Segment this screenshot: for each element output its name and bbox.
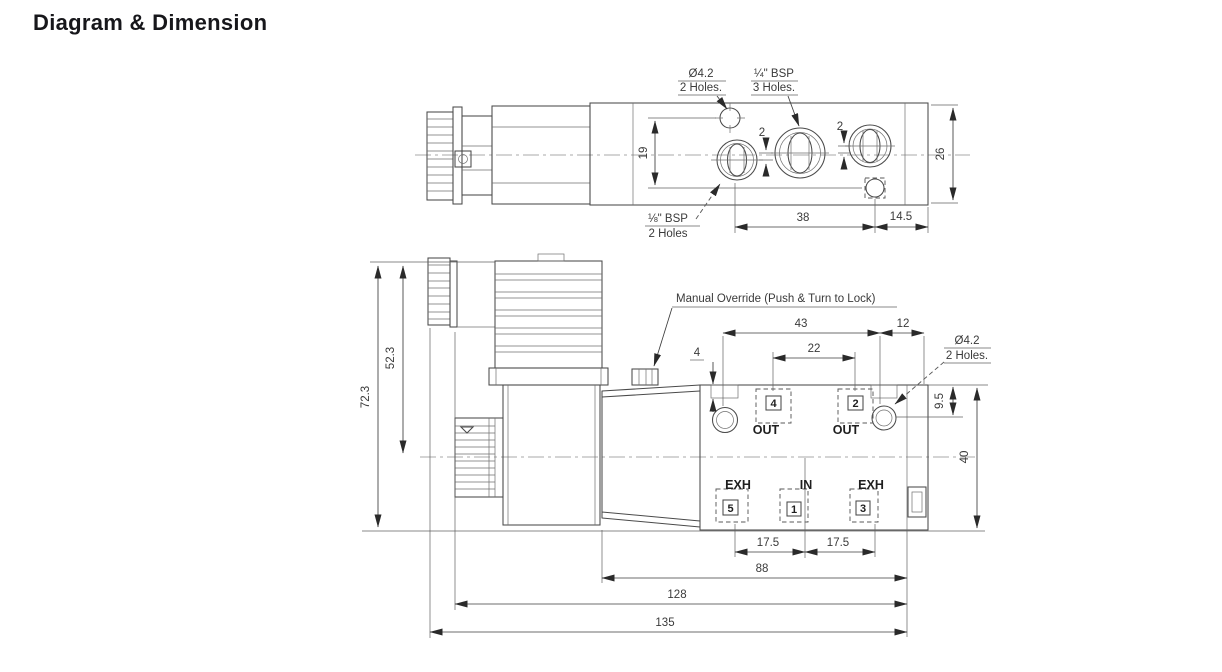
dim-88: 88 xyxy=(756,563,769,575)
end-fitting xyxy=(907,486,927,518)
port-4-opening xyxy=(755,388,792,424)
port-3-number: 3 xyxy=(860,503,866,515)
dim-128: 128 xyxy=(667,589,686,601)
port-out-right-label: OUT xyxy=(833,423,860,437)
front-mount-hole-right xyxy=(871,405,897,431)
top-view-callouts: Ø4.2 2 Holes. ¼" BSP 3 Holes. ⅛" BSP 2 H… xyxy=(645,68,800,240)
dim-17-5-right: 17.5 xyxy=(827,537,849,549)
dim-12: 12 xyxy=(897,318,910,330)
port-2-number: 2 xyxy=(852,398,858,410)
port-1-number: 1 xyxy=(791,504,797,516)
port-5-number: 5 xyxy=(727,503,733,515)
knob xyxy=(454,417,504,498)
bsp14-count-label: 3 Holes. xyxy=(753,82,795,94)
top-mount-hole-lower xyxy=(864,177,886,199)
dim-4: 4 xyxy=(694,347,701,359)
top-view: 19 26 38 14.5 2 2 xyxy=(415,68,970,240)
front-view-dimensions: 72.3 52.3 43 12 22 4 xyxy=(360,261,988,638)
port-bsp14 xyxy=(771,127,829,179)
top-view-dimensions: 19 26 38 14.5 2 2 xyxy=(638,104,958,233)
port-out-left-label: OUT xyxy=(753,423,780,437)
dim-19: 19 xyxy=(638,147,650,160)
bsp18-count-label: 2 Holes xyxy=(649,228,688,240)
port-4-number: 4 xyxy=(770,398,777,410)
port-2-opening xyxy=(837,388,874,424)
front-view-callouts: Manual Override (Push & Turn to Lock) Ø4… xyxy=(653,293,991,405)
dim-52-3: 52.3 xyxy=(385,347,397,369)
front-port-labels: 4 2 OUT OUT EXH IN EXH 5 1 3 xyxy=(722,395,884,517)
port-exh-left-label: EXH xyxy=(725,478,751,492)
front-view-outline xyxy=(420,253,975,558)
port-right xyxy=(845,124,895,168)
bsp14-label: ¼" BSP xyxy=(754,68,794,80)
top-hole-diameter-label: Ø4.2 xyxy=(689,68,714,80)
top-view-outline xyxy=(415,102,970,206)
front-view: 4 2 OUT OUT EXH IN EXH 5 1 3 72.3 xyxy=(360,253,991,638)
manual-override-button xyxy=(631,368,659,386)
dim-43: 43 xyxy=(795,318,808,330)
port-5-opening xyxy=(715,488,749,523)
top-mount-hole-upper xyxy=(715,103,745,133)
page-title: Diagram & Dimension xyxy=(33,10,268,35)
front-hole-count-label: 2 Holes. xyxy=(946,350,988,362)
dim-14-5: 14.5 xyxy=(890,211,912,223)
dim-40: 40 xyxy=(959,451,971,464)
port-in-label: IN xyxy=(800,478,813,492)
bsp18-label: ⅛" BSP xyxy=(648,213,688,225)
dim-26: 26 xyxy=(935,148,947,161)
dim-9-5: 9.5 xyxy=(934,393,946,409)
dim-72-3: 72.3 xyxy=(360,386,372,408)
top-hole-count-label: 2 Holes. xyxy=(680,82,722,94)
port-exh-right-label: EXH xyxy=(858,478,884,492)
dim-22: 22 xyxy=(808,343,821,355)
dim-2-left: 2 xyxy=(759,127,765,139)
port-3-opening xyxy=(849,488,879,523)
front-mount-hole-left xyxy=(711,406,739,434)
dim-2-right: 2 xyxy=(837,121,843,133)
port-1-opening xyxy=(779,488,809,523)
front-hole-diameter-label: Ø4.2 xyxy=(955,335,980,347)
dim-38: 38 xyxy=(797,212,810,224)
manual-override-label: Manual Override (Push & Turn to Lock) xyxy=(676,293,876,305)
dim-17-5-left: 17.5 xyxy=(757,537,779,549)
dim-135: 135 xyxy=(655,617,674,629)
port-bsp18 xyxy=(711,139,763,181)
